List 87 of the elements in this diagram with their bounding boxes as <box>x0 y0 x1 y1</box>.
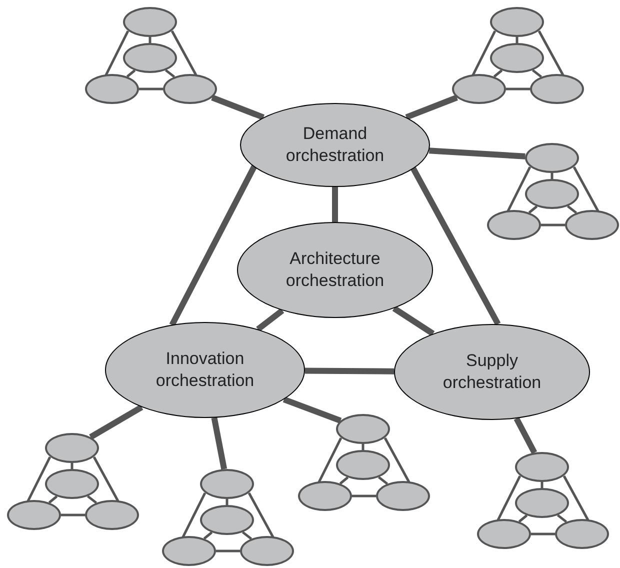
connector-line <box>304 368 394 374</box>
ellipse-node <box>85 74 139 104</box>
connector-line <box>384 437 410 483</box>
connector-line <box>182 492 206 538</box>
connector-line <box>538 30 564 76</box>
ellipse-node <box>565 210 619 240</box>
connector-line <box>211 94 265 120</box>
connector-line <box>48 495 58 504</box>
connector-line <box>169 164 258 326</box>
connector-line <box>572 166 600 212</box>
connector-line <box>531 532 555 536</box>
connector-line <box>89 404 144 440</box>
ellipse-node <box>123 43 177 73</box>
connector-line <box>410 166 501 326</box>
connector-line <box>496 475 522 521</box>
connector-line <box>472 30 496 76</box>
connector-line <box>506 166 532 212</box>
ellipse-node <box>85 500 139 530</box>
ellipse-node <box>298 481 352 511</box>
connector-line <box>556 514 568 523</box>
connector-line <box>139 88 163 90</box>
ellipse-node <box>490 43 544 73</box>
connector-line <box>541 224 565 226</box>
ellipse-node <box>376 481 430 511</box>
ellipse-node <box>336 450 390 480</box>
connector-line <box>170 30 198 76</box>
connector-line <box>92 456 120 502</box>
ellipse-node <box>200 505 254 535</box>
connector-line <box>104 30 130 76</box>
connector-line <box>493 69 503 78</box>
connector-line <box>540 482 544 488</box>
ellipse-node <box>515 452 569 482</box>
connector-line <box>26 456 52 502</box>
connector-line <box>516 37 518 43</box>
ellipse-node <box>477 519 531 549</box>
ellipse-node <box>200 469 254 499</box>
connector-line <box>248 492 274 538</box>
connector-line <box>318 437 342 483</box>
connector-line <box>405 94 458 120</box>
ellipse-node <box>336 414 390 444</box>
connector-line <box>428 148 526 160</box>
connector-line <box>518 514 528 523</box>
ellipse-node <box>123 7 177 37</box>
connector-line <box>514 417 538 454</box>
connector-line <box>148 37 152 43</box>
ellipse-node <box>45 469 99 499</box>
connector-line <box>61 514 85 516</box>
ellipse-node <box>487 210 541 240</box>
node-label: Supply orchestration <box>442 350 542 394</box>
ellipse-node <box>525 179 579 209</box>
connector-line <box>282 396 342 424</box>
connector-line <box>532 69 542 78</box>
connector-line <box>211 417 228 470</box>
connector-line <box>70 463 74 469</box>
ellipse-node <box>163 74 217 104</box>
connector-line <box>332 187 338 222</box>
ellipse-node <box>555 519 609 549</box>
connector-line <box>216 550 240 552</box>
connector-line <box>378 476 388 485</box>
node-label: Demand orchestration <box>284 123 386 167</box>
connector-line <box>392 306 435 336</box>
connector-line <box>86 495 98 504</box>
connector-line <box>242 531 252 540</box>
connector-line <box>550 173 554 179</box>
node-label: Innovation orchestration <box>154 348 256 392</box>
ellipse-node <box>530 74 584 104</box>
ellipse-node <box>240 536 294 566</box>
ellipse-node <box>45 433 99 463</box>
connector-line <box>506 88 530 90</box>
ellipse-node <box>515 488 569 518</box>
connector-line <box>362 444 364 450</box>
ellipse-node <box>525 143 579 173</box>
connector-line <box>566 205 578 214</box>
connector-line <box>126 69 136 78</box>
connector-line <box>528 205 538 214</box>
connector-line <box>226 499 228 505</box>
ellipse-node <box>490 7 544 37</box>
ellipse-node <box>7 500 61 530</box>
connector-line <box>562 475 590 521</box>
ellipse-node <box>162 536 216 566</box>
ellipse-node <box>452 74 506 104</box>
connector-line <box>203 531 213 540</box>
connector-line <box>352 494 376 498</box>
connector-line <box>164 69 176 78</box>
connector-line <box>256 308 284 332</box>
node-label: Architecture orchestration <box>284 248 386 292</box>
connector-line <box>339 476 349 485</box>
